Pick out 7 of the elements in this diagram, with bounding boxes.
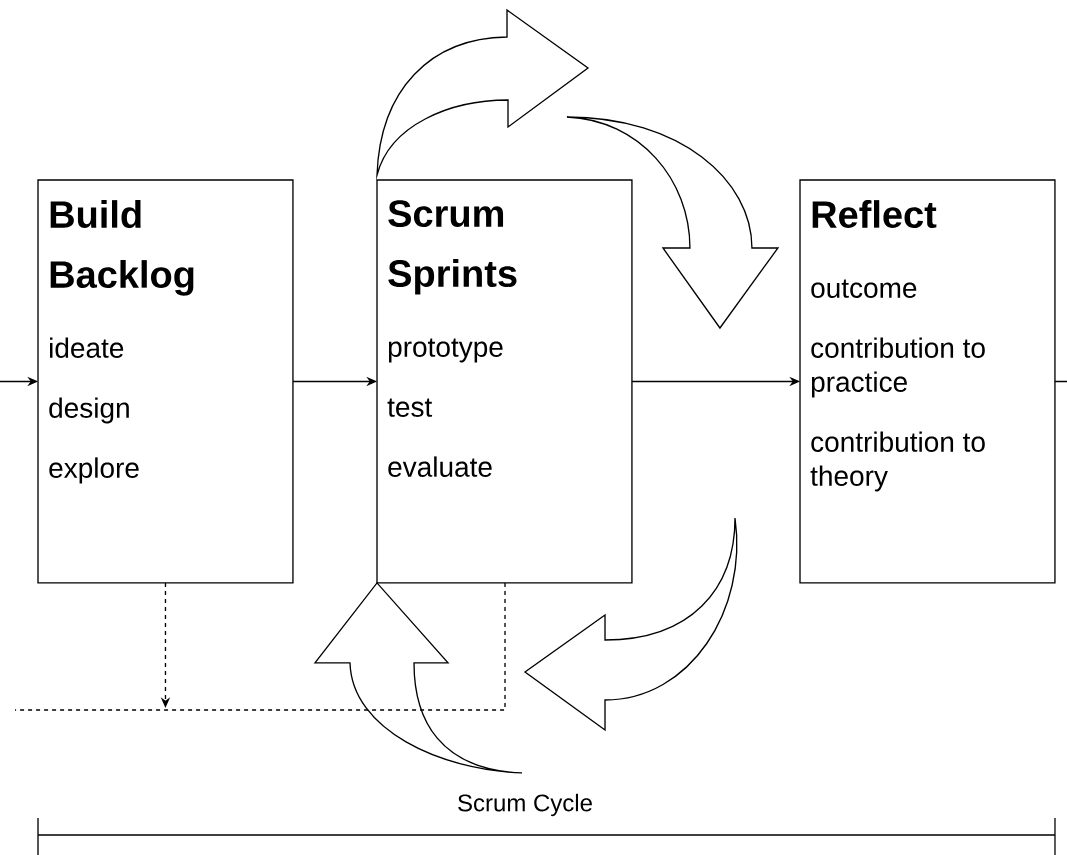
process-box: Scrum Sprints prototype test evaluate (376, 179, 633, 584)
process-box: Reflect outcome contribution to practice contribution to theory (799, 179, 1056, 584)
curved-block-arrow (314, 582, 523, 774)
curved-block-arrow (524, 517, 738, 731)
curved-block-arrow (566, 116, 779, 329)
process-box: Build Backlog ideate design explore (37, 179, 294, 584)
cycle-label: Scrum Cycle (458, 793, 592, 817)
